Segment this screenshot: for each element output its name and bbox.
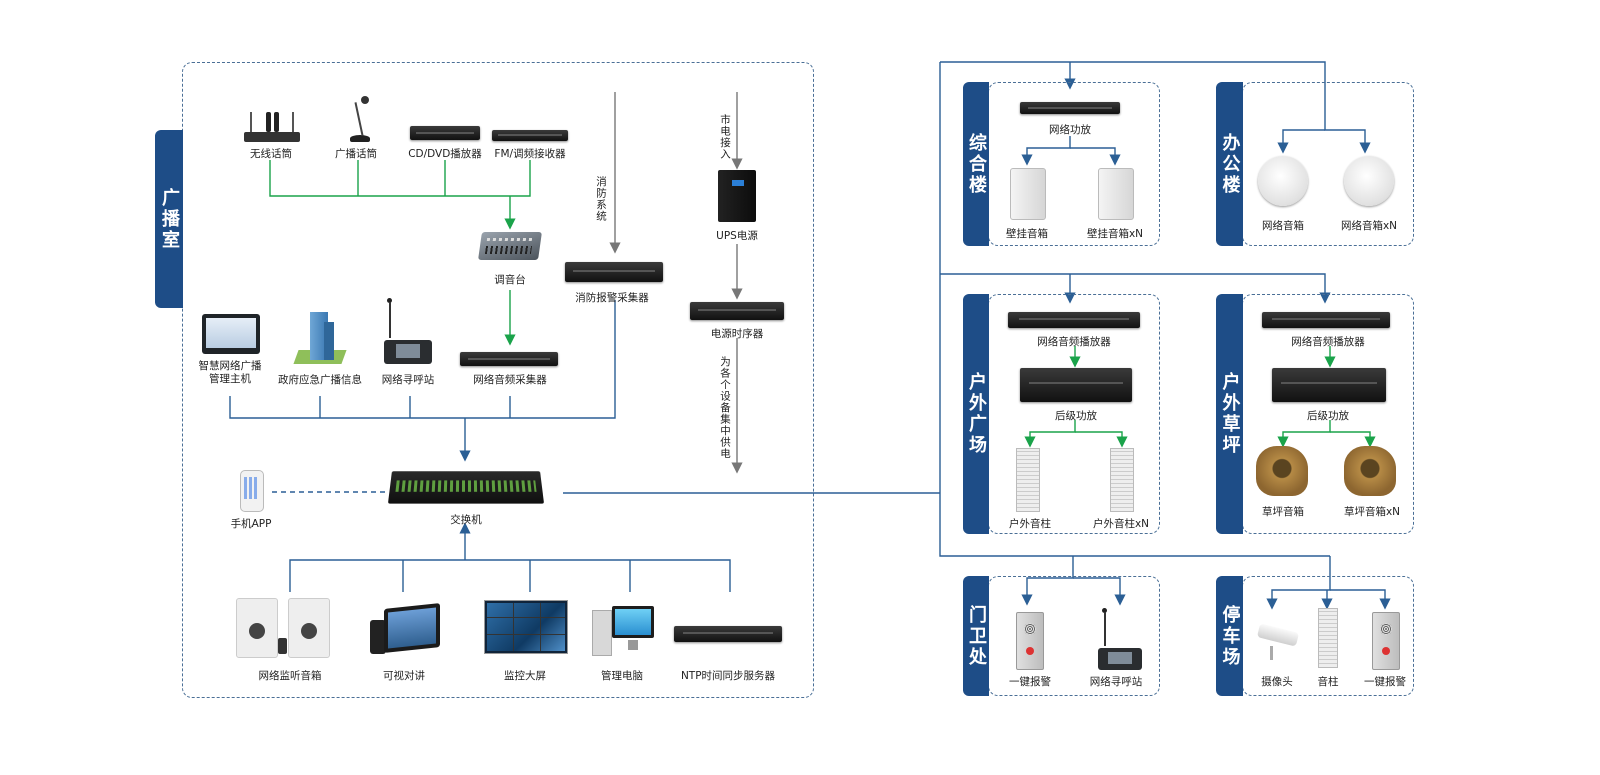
rock-speaker-icon bbox=[1256, 446, 1308, 496]
tab-office-building: 办公楼 bbox=[1216, 82, 1243, 246]
monitor-speaker-icon bbox=[236, 598, 332, 658]
tab-parking: 停车场 bbox=[1216, 576, 1243, 696]
ups-label: UPS电源 bbox=[716, 230, 758, 242]
desktop-pc-icon bbox=[592, 606, 654, 656]
mixer-label: 调音台 bbox=[494, 274, 526, 286]
lawn-speaker-n-label: 草坪音箱xN bbox=[1343, 506, 1401, 518]
parking-camera-label: 摄像头 bbox=[1261, 676, 1293, 688]
wireless-mic-label: 无线话筒 bbox=[250, 148, 292, 160]
parking-column-label: 音柱 bbox=[1317, 676, 1339, 688]
power-sequencer-label: 电源时序器 bbox=[710, 328, 764, 340]
switch-label: 交换机 bbox=[450, 514, 482, 526]
broadcast-room-zone bbox=[182, 62, 814, 698]
power-note-label: 为各个设备集中供电 bbox=[719, 356, 731, 460]
video-intercom-label: 可视对讲 bbox=[383, 670, 425, 682]
office-speaker-n-label: 网络音箱xN bbox=[1340, 220, 1398, 232]
phone-icon bbox=[240, 470, 264, 512]
gov-emergency-label: 政府应急广播信息 bbox=[278, 374, 362, 386]
square-column-n-label: 户外音柱xN bbox=[1092, 518, 1150, 530]
ceiling-speaker-icon bbox=[1258, 156, 1308, 206]
paging-station-icon bbox=[384, 298, 432, 364]
alarm-panel-icon bbox=[1016, 612, 1044, 670]
parking-alarm-label: 一键报警 bbox=[1364, 676, 1406, 688]
tab-complex-building: 综合楼 bbox=[963, 82, 989, 246]
tab-broadcast-room: 广播室 bbox=[155, 130, 183, 308]
monitor-screen-label: 监控大屏 bbox=[504, 670, 546, 682]
tab-gatehouse: 门卫处 bbox=[963, 576, 989, 696]
complex-amp-label: 网络功放 bbox=[1049, 124, 1091, 136]
ceiling-speaker-icon-2 bbox=[1344, 156, 1394, 206]
wall-speaker-icon bbox=[1010, 168, 1046, 220]
audio-player-icon-lawn bbox=[1262, 312, 1390, 328]
gate-paging-label: 网络寻呼站 bbox=[1089, 676, 1143, 688]
paging-station-icon-gate bbox=[1098, 608, 1142, 670]
fire-system-label: 消防系统 bbox=[595, 176, 607, 222]
network-amp-icon bbox=[1020, 102, 1120, 114]
tab-outdoor-square: 户外广场 bbox=[963, 294, 989, 534]
broadcast-mic-label: 广播话筒 bbox=[335, 148, 377, 160]
audio-player-icon bbox=[1008, 312, 1140, 328]
column-speaker-icon bbox=[1016, 448, 1040, 512]
alarm-panel-icon-parking bbox=[1372, 612, 1400, 670]
office-speaker-label: 网络音箱 bbox=[1262, 220, 1304, 232]
ntp-server-icon bbox=[674, 626, 782, 642]
mixer-icon bbox=[478, 232, 542, 260]
column-speaker-icon-parking bbox=[1318, 608, 1338, 668]
switch-icon bbox=[387, 471, 545, 504]
complex-speaker-label: 壁挂音箱 bbox=[1006, 228, 1048, 240]
square-player-label: 网络音频播放器 bbox=[1037, 336, 1111, 348]
fire-alarm-collector-label: 消防报警采集器 bbox=[575, 292, 649, 304]
monitor-speaker-label: 网络监听音箱 bbox=[258, 670, 322, 682]
power-sequencer-icon bbox=[690, 302, 784, 320]
cd-dvd-player-label: CD/DVD播放器 bbox=[408, 148, 482, 160]
complex-speaker-n-label: 壁挂音箱xN bbox=[1086, 228, 1144, 240]
lawn-amp-label: 后级功放 bbox=[1307, 410, 1349, 422]
camera-icon bbox=[1256, 623, 1304, 664]
lawn-speaker-label: 草坪音箱 bbox=[1262, 506, 1304, 518]
square-column-label: 户外音柱 bbox=[1009, 518, 1051, 530]
mobile-app-label: 手机APP bbox=[230, 518, 272, 530]
cd-dvd-player-icon bbox=[410, 126, 480, 140]
audio-collector-icon bbox=[460, 352, 558, 366]
ntp-server-label: NTP时间同步服务器 bbox=[680, 670, 776, 682]
tab-outdoor-lawn: 户外草坪 bbox=[1216, 294, 1243, 534]
fire-alarm-collector-icon bbox=[565, 262, 663, 282]
fm-receiver-label: FM/调频接收器 bbox=[494, 148, 566, 160]
video-wall-icon bbox=[484, 600, 568, 654]
wall-speaker-icon-2 bbox=[1098, 168, 1134, 220]
building-icon bbox=[293, 312, 347, 364]
fm-receiver-icon bbox=[492, 130, 568, 141]
gate-alarm-label: 一键报警 bbox=[1009, 676, 1051, 688]
audio-collector-label: 网络音频采集器 bbox=[473, 374, 547, 386]
power-amp-icon-lawn bbox=[1272, 368, 1386, 402]
rock-speaker-icon-2 bbox=[1344, 446, 1396, 496]
video-intercom-icon bbox=[370, 603, 442, 656]
lawn-player-label: 网络音频播放器 bbox=[1291, 336, 1365, 348]
monitor-icon bbox=[202, 314, 260, 354]
paging-station-label: 网络寻呼站 bbox=[381, 374, 435, 386]
smart-host-label: 智慧网络广播 管理主机 bbox=[198, 360, 262, 385]
ups-icon bbox=[718, 170, 756, 222]
column-speaker-icon-2 bbox=[1110, 448, 1134, 512]
square-amp-label: 后级功放 bbox=[1055, 410, 1097, 422]
gooseneck-mic-icon bbox=[344, 96, 374, 142]
admin-pc-label: 管理电脑 bbox=[601, 670, 643, 682]
wireless-mic-icon bbox=[244, 110, 300, 142]
power-amp-icon bbox=[1020, 368, 1132, 402]
mains-input-label: 市电接入 bbox=[719, 114, 731, 160]
